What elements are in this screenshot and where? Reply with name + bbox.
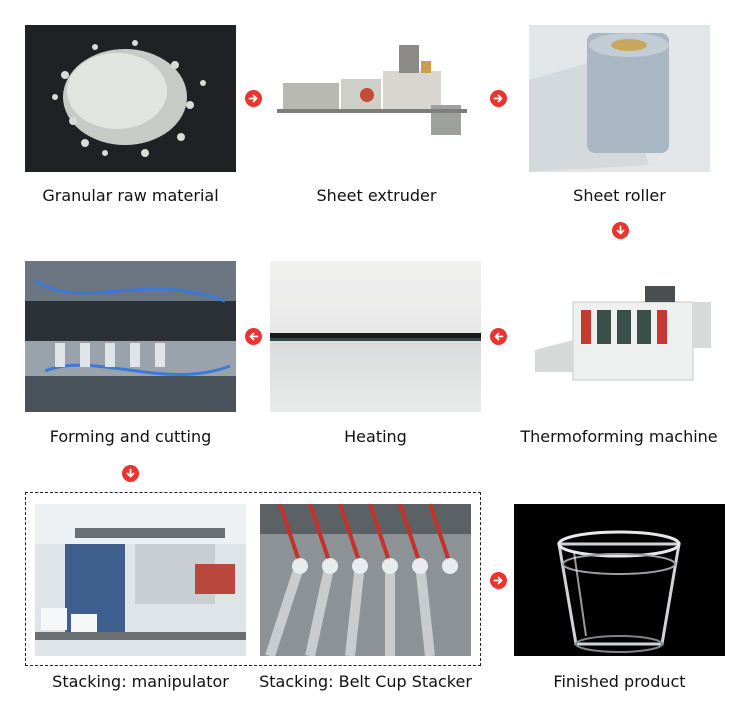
thermoforming-machine-image [525,280,721,395]
arrow-down-icon [612,222,629,239]
step-label-finished-product: Finished product [553,672,686,691]
forming-and-cutting-image [25,261,236,412]
sheet-roller-image [529,25,710,172]
step-label-heating: Heating [344,427,407,446]
step-label-forming-and-cutting: Forming and cutting [49,427,212,446]
stacking-belt-cup-stacker-image [260,504,471,656]
arrow-right-icon [490,90,507,107]
granular-raw-material-image [25,25,236,172]
arrow-down-icon [122,465,139,482]
arrow-right-icon [245,90,262,107]
stacking-group-border [25,492,481,666]
step-label-thermoforming-machine: Thermoforming machine [520,427,718,446]
step-label-granular-raw-material: Granular raw material [42,186,219,205]
step-label-sheet-extruder: Sheet extruder [316,186,437,205]
stacking-manipulator-image [35,504,246,656]
arrow-right-icon [490,572,507,589]
finished-product-image [514,504,725,656]
step-label-sheet-roller: Sheet roller [573,186,666,205]
step-label-stacking-belt-cup-stacker: Stacking: Belt Cup Stacker [259,672,472,691]
step-label-stacking-manipulator: Stacking: manipulator [52,672,229,691]
arrow-left-icon [490,328,507,345]
sheet-extruder-image [271,25,482,172]
arrow-left-icon [245,328,262,345]
heating-image [270,261,481,412]
